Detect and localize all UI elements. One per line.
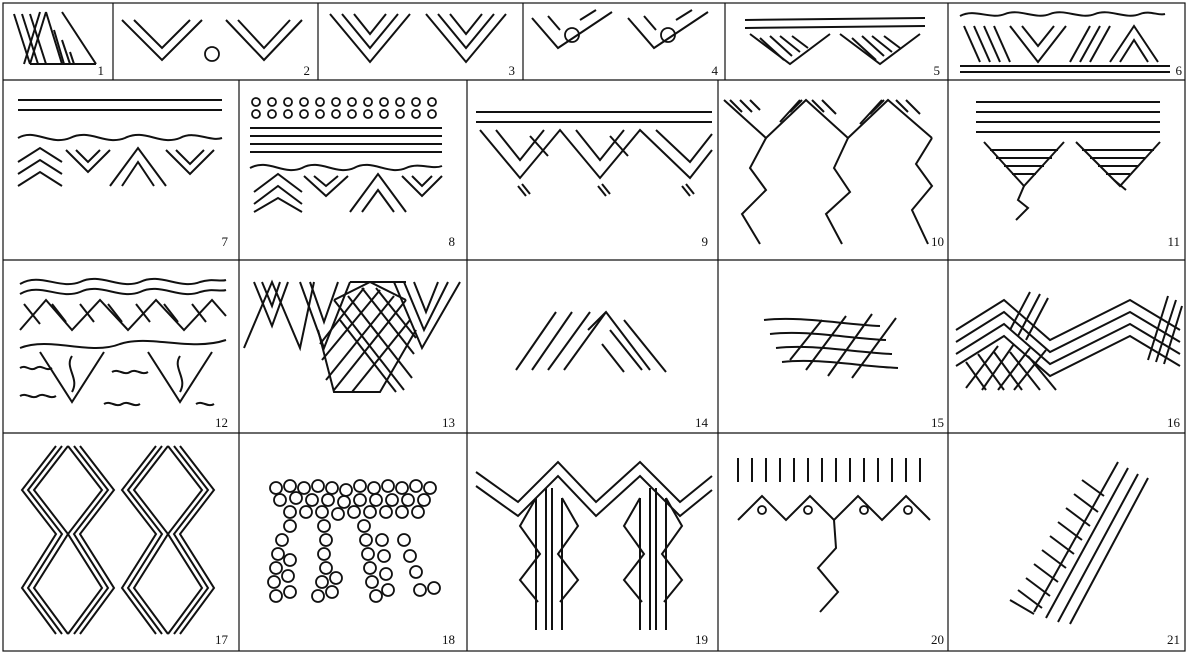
cell-number-11: 11 (1167, 234, 1180, 249)
cell-number-7: 7 (222, 234, 229, 249)
motif-16 (956, 292, 1182, 390)
cell-number-4: 4 (712, 63, 719, 78)
cell-number-14: 14 (695, 415, 709, 430)
motif-20 (738, 458, 930, 612)
cell-number-6: 6 (1176, 63, 1183, 78)
cell-number-16: 16 (1167, 415, 1181, 430)
cell-number-19: 19 (695, 632, 708, 647)
motif-10 (724, 100, 932, 244)
motif-9 (476, 112, 712, 196)
motif-8 (250, 98, 442, 212)
motif-7 (18, 100, 222, 186)
motif-6 (960, 12, 1170, 72)
motif-2 (122, 20, 302, 61)
motif-18 (268, 480, 440, 602)
motif-13 (244, 282, 460, 392)
cell-number-10: 10 (931, 234, 944, 249)
cell-number-1: 1 (98, 63, 105, 78)
cell-number-8: 8 (449, 234, 456, 249)
motif-11 (976, 102, 1160, 220)
cell-number-17: 17 (215, 632, 229, 647)
cell-number-12: 12 (215, 415, 228, 430)
cell-number-5: 5 (934, 63, 941, 78)
motif-17 (22, 446, 214, 634)
motif-19 (476, 462, 712, 630)
cell-number-13: 13 (442, 415, 455, 430)
cell-number-2: 2 (304, 63, 311, 78)
cell-number-3: 3 (509, 63, 516, 78)
motif-15 (764, 314, 898, 378)
motif-1 (14, 12, 96, 64)
cell-number-20: 20 (931, 632, 944, 647)
cell-number-21: 21 (1167, 632, 1180, 647)
motif-4 (532, 10, 708, 48)
motif-5 (745, 18, 925, 64)
cell-number-9: 9 (702, 234, 709, 249)
motif-12 (20, 279, 226, 405)
cell-number-15: 15 (931, 415, 944, 430)
cell-number-18: 18 (442, 632, 455, 647)
motif-21 (1010, 462, 1148, 624)
motif-3 (330, 14, 506, 62)
motif-14 (516, 312, 666, 372)
